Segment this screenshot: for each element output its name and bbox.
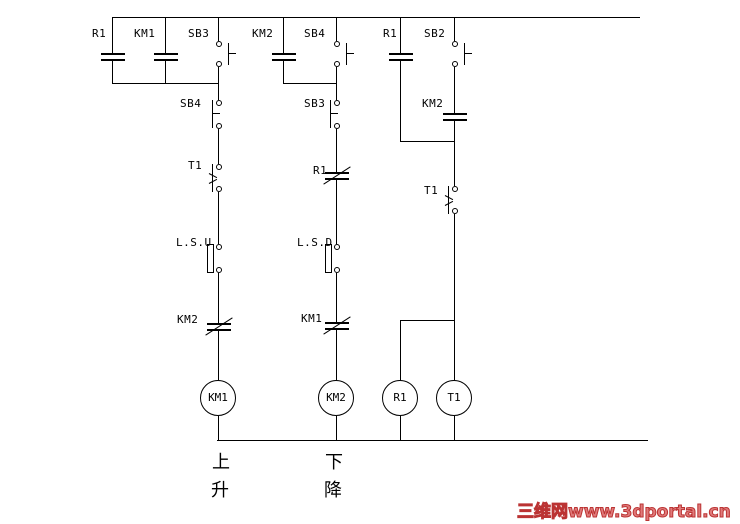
caption-down-char2: 降	[324, 480, 342, 501]
coil-t1: T1	[436, 380, 472, 416]
contact-label: KM2	[252, 27, 274, 40]
wire-v	[336, 273, 337, 322]
watermark-text: 三维网www.3dportal.cn	[517, 502, 732, 523]
wire-v	[165, 61, 166, 83]
contact-label: R1	[383, 27, 398, 40]
contact-label: KM2	[177, 313, 199, 326]
wire-v	[454, 67, 455, 113]
wire-v	[165, 17, 166, 53]
wire-node	[400, 141, 454, 142]
wire-v	[218, 83, 219, 100]
wire-v	[218, 331, 219, 380]
wire-v	[400, 61, 401, 141]
wire-v	[336, 83, 337, 100]
wire-v	[283, 17, 284, 53]
contact-label: SB4	[304, 27, 326, 40]
coil-km2: KM2	[318, 380, 354, 416]
contact-label: T1	[424, 184, 439, 197]
contact-label: SB4	[180, 97, 202, 110]
caption-up-char1: 上	[212, 452, 230, 473]
contact-label: R1	[92, 27, 107, 40]
wire-v	[283, 61, 284, 83]
caption-down-char1: 下	[325, 452, 343, 473]
wire-v	[336, 416, 337, 440]
wire-v	[454, 416, 455, 440]
coil-km1: KM1	[200, 380, 236, 416]
wire-v	[218, 273, 219, 323]
bottom-power-rail	[217, 440, 648, 441]
wire-node	[112, 83, 219, 84]
wire-v	[218, 192, 219, 244]
wire-v	[400, 320, 401, 380]
wire-node	[283, 83, 336, 84]
contact-label: T1	[188, 159, 203, 172]
contact-label: KM1	[301, 312, 323, 325]
wire-v	[336, 330, 337, 380]
wire-v	[336, 180, 337, 244]
contact-label: R1	[313, 164, 328, 177]
wire-v	[454, 121, 455, 141]
wire-v	[454, 214, 455, 320]
wire-v	[218, 129, 219, 164]
contact-label: SB2	[424, 27, 446, 40]
top-power-rail	[112, 17, 640, 18]
contact-label: KM1	[134, 27, 156, 40]
wire-v	[218, 17, 219, 41]
contact-label: KM2	[422, 97, 444, 110]
wire-v	[218, 67, 219, 83]
wire-v	[454, 17, 455, 41]
wire-node	[400, 320, 454, 321]
contact-label: L.S.D	[297, 236, 333, 249]
wire-v	[218, 416, 219, 440]
wire-v	[400, 416, 401, 440]
coil-r1: R1	[382, 380, 418, 416]
wire-v	[454, 320, 455, 380]
wire-v	[336, 67, 337, 83]
contact-label: L.S.U	[176, 236, 212, 249]
wire-v	[336, 129, 337, 172]
wire-v	[336, 17, 337, 41]
wire-v	[112, 17, 113, 53]
contact-label: SB3	[304, 97, 326, 110]
caption-up-char2: 升	[211, 480, 229, 501]
wire-v	[400, 17, 401, 53]
contact-label: SB3	[188, 27, 210, 40]
wire-v	[112, 61, 113, 83]
wire-v	[454, 141, 455, 186]
